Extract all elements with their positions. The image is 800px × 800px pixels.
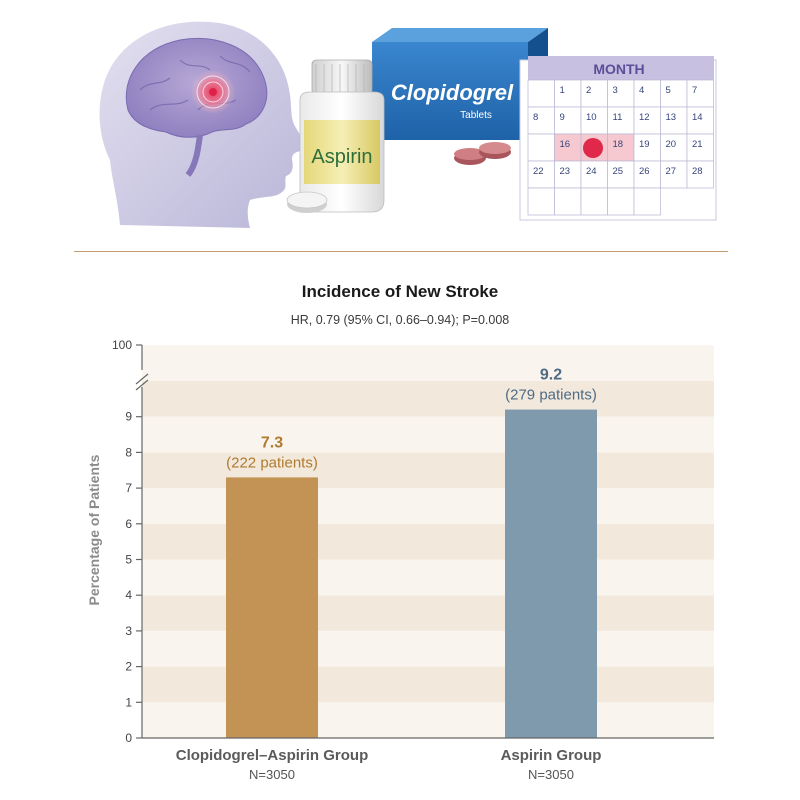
calendar-icon: MONTH 1234578910111213141617181920212223… [519, 56, 717, 221]
section-divider [74, 251, 728, 252]
calendar-day-number: 4 [639, 85, 644, 96]
calendar-cell [633, 160, 661, 189]
calendar-cell [554, 187, 582, 216]
aspirin-bottle: Aspirin [299, 59, 385, 213]
calendar-cell [554, 160, 582, 189]
clopidogrel-box: Clopidogrel Tablets [372, 28, 548, 140]
calendar-day-number: 24 [586, 166, 597, 177]
y-tick-label: 0 [125, 731, 132, 745]
y-tick-label: 100 [112, 338, 132, 352]
y-tick-label: 1 [125, 695, 132, 709]
x-category-label: Clopidogrel–Aspirin Group [176, 747, 369, 764]
background-band [142, 345, 714, 381]
calendar-cell [686, 160, 714, 189]
calendar-cell [527, 133, 555, 162]
calendar-day-number: 7 [692, 85, 697, 96]
bottle-label: Aspirin [311, 146, 372, 168]
y-tick-label: 6 [125, 517, 132, 531]
aspirin-pill-icon [286, 191, 328, 213]
y-tick-label: 3 [125, 624, 132, 638]
calendar-day-number: 12 [639, 112, 650, 123]
data-label-patients: (222 patients) [226, 454, 318, 471]
calendar-day-number: 1 [560, 85, 565, 96]
calendar-day-number: 11 [613, 112, 623, 123]
calendar-day-number: 13 [666, 112, 677, 123]
calendar-cell [580, 106, 608, 135]
y-tick-label: 7 [125, 481, 132, 495]
stroke-day-marker [583, 138, 603, 158]
calendar-cell [527, 187, 555, 216]
calendar-day-number: 8 [533, 112, 538, 123]
x-category-n: N=3050 [249, 767, 295, 782]
calendar-day-number: 18 [613, 139, 624, 150]
calendar-day-number: 23 [560, 166, 571, 177]
chart-title: Incidence of New Stroke [302, 282, 499, 301]
calendar-cell [607, 160, 635, 189]
axis-break-mark [135, 379, 149, 391]
calendar-cell [633, 79, 661, 108]
calendar-day-number: 10 [586, 112, 597, 123]
calendar-header: MONTH [593, 61, 644, 77]
x-category-n: N=3050 [528, 767, 574, 782]
y-axis: 100 0 1 2 3 4 5 6 7 8 9 [112, 338, 149, 745]
calendar-cell [607, 187, 635, 216]
calendar-day-number: 9 [560, 112, 565, 123]
y-tick-label: 5 [125, 553, 132, 567]
data-labels: 7.3 (222 patients) 9.2 (279 patients) [226, 367, 597, 472]
axis-break-mark [135, 373, 149, 385]
stroke-lesion-icon [191, 70, 235, 114]
calendar-day-number: 19 [639, 139, 650, 150]
bar [226, 477, 318, 738]
y-axis-label: Percentage of Patients [86, 454, 102, 605]
bar [505, 409, 597, 738]
calendar-day-number: 22 [533, 166, 544, 177]
calendar-cell [580, 160, 608, 189]
calendar-cell [660, 106, 688, 135]
calendar-cell [607, 106, 635, 135]
calendar-day-number: 2 [586, 85, 591, 96]
x-category-label: Aspirin Group [501, 747, 602, 764]
calendar-day-number: 21 [692, 139, 703, 150]
y-tick-label: 2 [125, 660, 132, 674]
calendar-day-number: 28 [692, 166, 703, 177]
y-tick-label: 4 [125, 588, 132, 602]
chart-subtitle: HR, 0.79 (95% CI, 0.66–0.94); P=0.008 [291, 313, 510, 327]
calendar-day-number: 27 [666, 166, 677, 177]
bars [226, 409, 597, 738]
calendar-day-number: 26 [639, 166, 650, 177]
calendar-day-number: 14 [692, 112, 703, 123]
calendar-cell [660, 160, 688, 189]
calendar-day-number: 3 [613, 85, 618, 96]
calendar-cell [686, 106, 714, 135]
data-label-value: 7.3 [261, 434, 283, 451]
calendar-cell [633, 187, 661, 216]
calendar-cell [607, 79, 635, 108]
data-label-value: 9.2 [540, 367, 562, 384]
box-brand-label: Clopidogrel [391, 80, 514, 105]
background-band [142, 416, 714, 453]
data-label-patients: (279 patients) [505, 387, 597, 404]
calendar-cell [580, 187, 608, 216]
calendar-day-number: 20 [666, 139, 677, 150]
clopidogrel-pill-icon [454, 142, 511, 165]
background-band [142, 381, 714, 417]
y-tick-label: 8 [125, 445, 132, 459]
calendar-cell [660, 79, 688, 108]
calendar-day-number: 25 [613, 166, 624, 177]
y-tick-label: 9 [125, 410, 132, 424]
calendar-day-number: 16 [560, 139, 571, 150]
box-sub-label: Tablets [460, 110, 492, 121]
calendar-day-number: 5 [666, 85, 671, 96]
